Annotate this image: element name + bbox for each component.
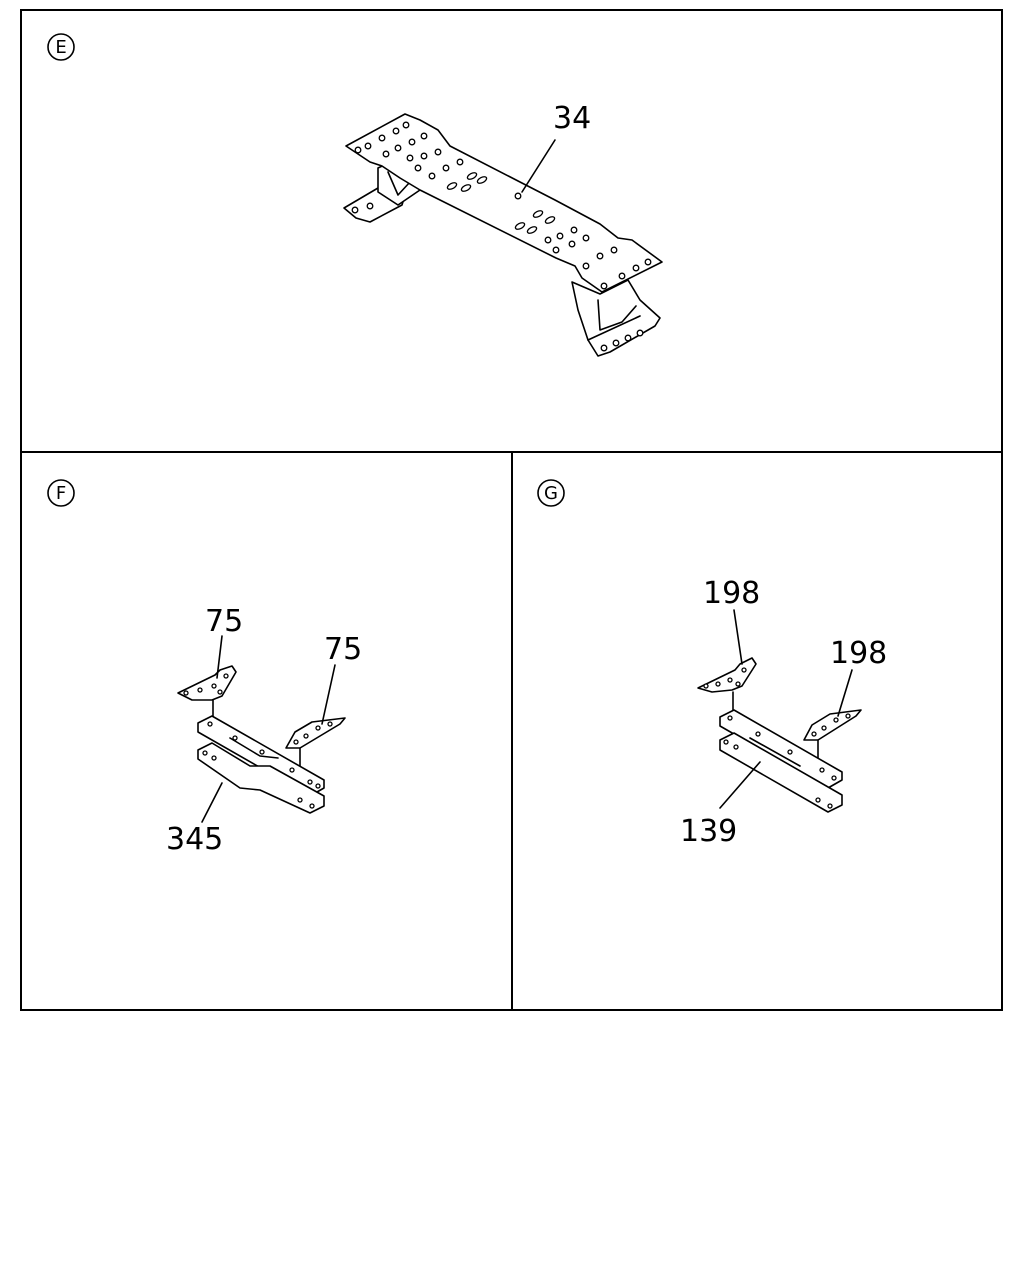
crossmember-34-holes: [351, 121, 652, 352]
callout-198-right-label: 198: [830, 636, 887, 671]
panel-g-badge-letter: G: [544, 483, 558, 504]
bracket-75-left-drawing: [177, 665, 237, 701]
callout-75-left: 75: [205, 604, 243, 679]
bracket-198-left-drawing: [697, 657, 757, 693]
callout-34: 34: [521, 101, 591, 193]
panel-g-badge: G: [537, 479, 565, 507]
callout-198-right: 198: [830, 636, 887, 717]
callout-345-label: 345: [166, 822, 223, 857]
panel-borders: [20, 9, 1003, 1011]
panel-g: G: [537, 479, 887, 849]
panel-f: F: [47, 479, 362, 857]
crossmember-139-drawing: [719, 691, 843, 813]
crossmember-345-drawing: [197, 699, 325, 814]
callout-198-left-label: 198: [703, 576, 760, 611]
callout-139-label: 139: [680, 814, 737, 849]
crossmember-34-drawing: [343, 113, 663, 357]
callout-198-left: 198: [703, 576, 760, 665]
callout-75-left-label: 75: [205, 604, 243, 639]
callout-345: 345: [166, 782, 223, 857]
panel-e-badge: E: [47, 33, 75, 61]
callout-34-label: 34: [553, 101, 591, 136]
panel-f-badge: F: [47, 479, 75, 507]
panel-e: E: [47, 33, 663, 357]
bracket-198-right-drawing: [803, 709, 862, 741]
callout-139: 139: [680, 761, 761, 849]
panel-e-badge-letter: E: [55, 37, 66, 58]
callout-75-right: 75: [321, 632, 362, 725]
callout-75-right-label: 75: [324, 632, 362, 667]
bracket-75-right-drawing: [285, 717, 346, 749]
panel-f-badge-letter: F: [56, 483, 66, 504]
